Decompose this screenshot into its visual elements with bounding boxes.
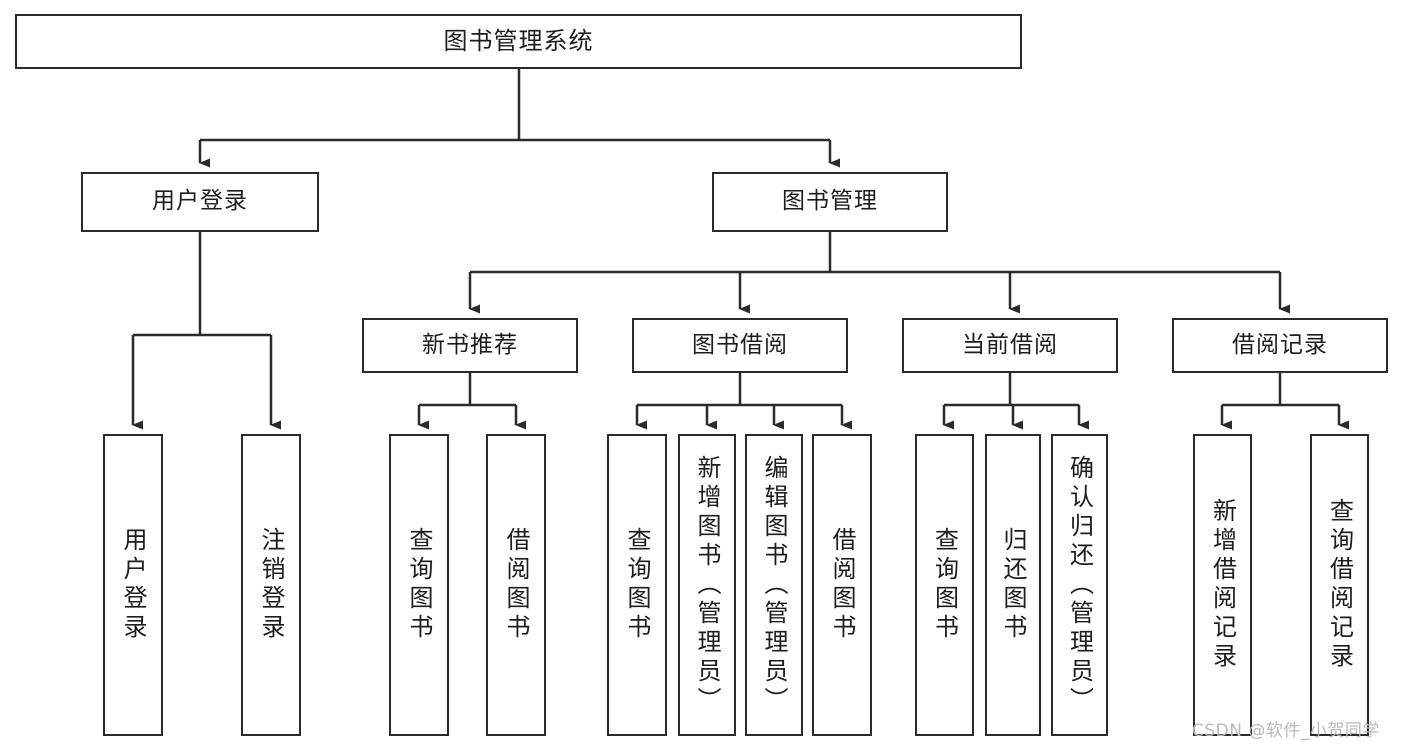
- node-leaf-query-book-2-label: 查询图书: [623, 527, 651, 643]
- node-leaf-query-book-2[interactable]: 查询图书: [607, 434, 667, 736]
- node-leaf-user-login[interactable]: 用户登录: [103, 434, 163, 736]
- csdn-watermark: CSDN @软件_小贺同学: [1192, 721, 1380, 741]
- node-leaf-query-book-1-label: 查询图书: [405, 527, 433, 643]
- node-leaf-borrow-book-2-label: 借阅图书: [828, 527, 856, 643]
- node-user-login-label: 用户登录: [152, 188, 248, 215]
- node-leaf-query-borrow-record[interactable]: 查询借阅记录: [1310, 434, 1369, 736]
- node-leaf-edit-book-admin-label: 编辑图书（管理员）: [760, 454, 788, 716]
- node-root[interactable]: 图书管理系统: [15, 14, 1022, 69]
- node-leaf-add-borrow-record[interactable]: 新增借阅记录: [1193, 434, 1252, 736]
- node-new-book-recommend[interactable]: 新书推荐: [362, 318, 578, 373]
- node-book-manage-label: 图书管理: [782, 188, 878, 215]
- node-leaf-borrow-book-1-label: 借阅图书: [502, 527, 530, 643]
- node-current-borrow[interactable]: 当前借阅: [902, 318, 1118, 373]
- node-leaf-confirm-return-admin[interactable]: 确认归还（管理员）: [1051, 434, 1108, 736]
- node-leaf-return-book[interactable]: 归还图书: [985, 434, 1041, 736]
- node-leaf-add-book-admin[interactable]: 新增图书（管理员）: [678, 434, 736, 736]
- node-leaf-add-borrow-record-label: 新增借阅记录: [1208, 498, 1237, 672]
- node-user-login[interactable]: 用户登录: [81, 172, 319, 232]
- node-borrow-record[interactable]: 借阅记录: [1172, 318, 1388, 373]
- node-leaf-query-book-1[interactable]: 查询图书: [389, 434, 449, 736]
- node-leaf-user-logout-label: 注销登录: [257, 527, 285, 643]
- node-leaf-query-book-3[interactable]: 查询图书: [915, 434, 974, 736]
- node-leaf-user-login-label: 用户登录: [119, 527, 147, 643]
- node-leaf-return-book-label: 归还图书: [999, 527, 1027, 643]
- node-leaf-confirm-return-admin-label: 确认归还（管理员）: [1065, 454, 1094, 716]
- node-book-borrow[interactable]: 图书借阅: [632, 318, 848, 373]
- node-leaf-user-logout[interactable]: 注销登录: [241, 434, 301, 736]
- node-book-borrow-label: 图书借阅: [692, 331, 788, 358]
- node-book-manage[interactable]: 图书管理: [712, 172, 948, 232]
- node-new-book-recommend-label: 新书推荐: [422, 331, 518, 358]
- node-leaf-borrow-book-1[interactable]: 借阅图书: [486, 434, 546, 736]
- node-borrow-record-label: 借阅记录: [1232, 331, 1328, 358]
- node-leaf-edit-book-admin[interactable]: 编辑图书（管理员）: [745, 434, 803, 736]
- node-current-borrow-label: 当前借阅: [962, 331, 1058, 358]
- node-root-label: 图书管理系统: [443, 27, 594, 56]
- node-leaf-add-book-admin-label: 新增图书（管理员）: [693, 454, 721, 716]
- node-leaf-query-borrow-record-label: 查询借阅记录: [1325, 498, 1354, 672]
- node-leaf-query-book-3-label: 查询图书: [930, 527, 959, 643]
- node-leaf-borrow-book-2[interactable]: 借阅图书: [812, 434, 872, 736]
